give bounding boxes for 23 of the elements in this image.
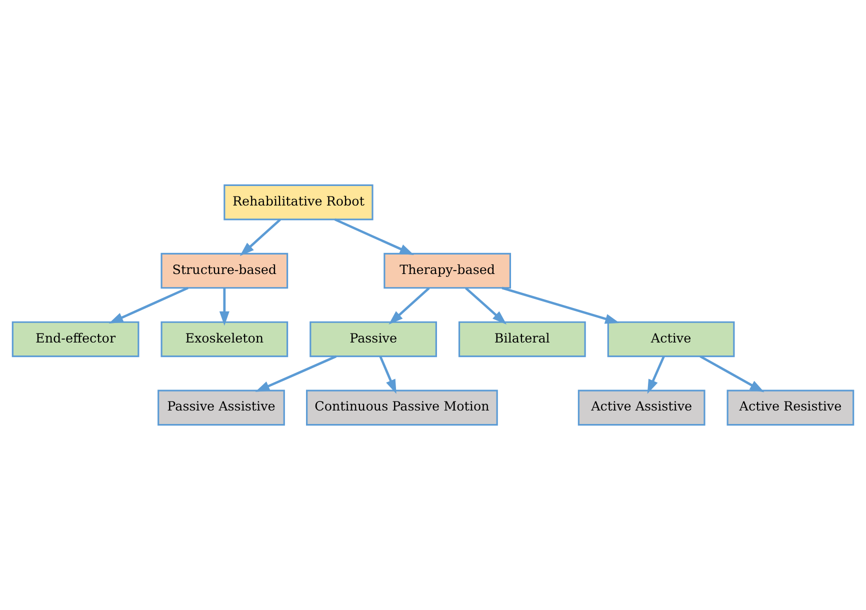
arrow <box>108 286 188 324</box>
node-box: Continuous Passive Motion <box>306 390 498 426</box>
arrow <box>388 287 430 325</box>
arrow <box>647 356 665 394</box>
arrow <box>240 218 281 256</box>
node-box: Active Resistive <box>726 390 854 426</box>
node-box: Passive Assistive <box>158 390 285 426</box>
node-box: Bilateral <box>458 321 586 358</box>
arrow <box>255 355 337 392</box>
node-box: Active Assistive <box>578 390 706 426</box>
node-box: Rehabilitative Robot <box>224 184 374 220</box>
arrow <box>502 286 620 324</box>
arrow <box>465 287 507 324</box>
node-box: Therapy-based <box>384 252 512 289</box>
arrow <box>700 355 764 392</box>
arrow <box>219 288 230 326</box>
node-box: Exoskeleton <box>160 321 288 358</box>
node-box: Passive <box>310 321 437 358</box>
arrow <box>379 356 396 394</box>
node-box: End-effector <box>12 321 140 358</box>
arrow <box>334 218 414 256</box>
node-box: Structure-based <box>160 252 288 289</box>
node-box: Active <box>607 321 735 358</box>
